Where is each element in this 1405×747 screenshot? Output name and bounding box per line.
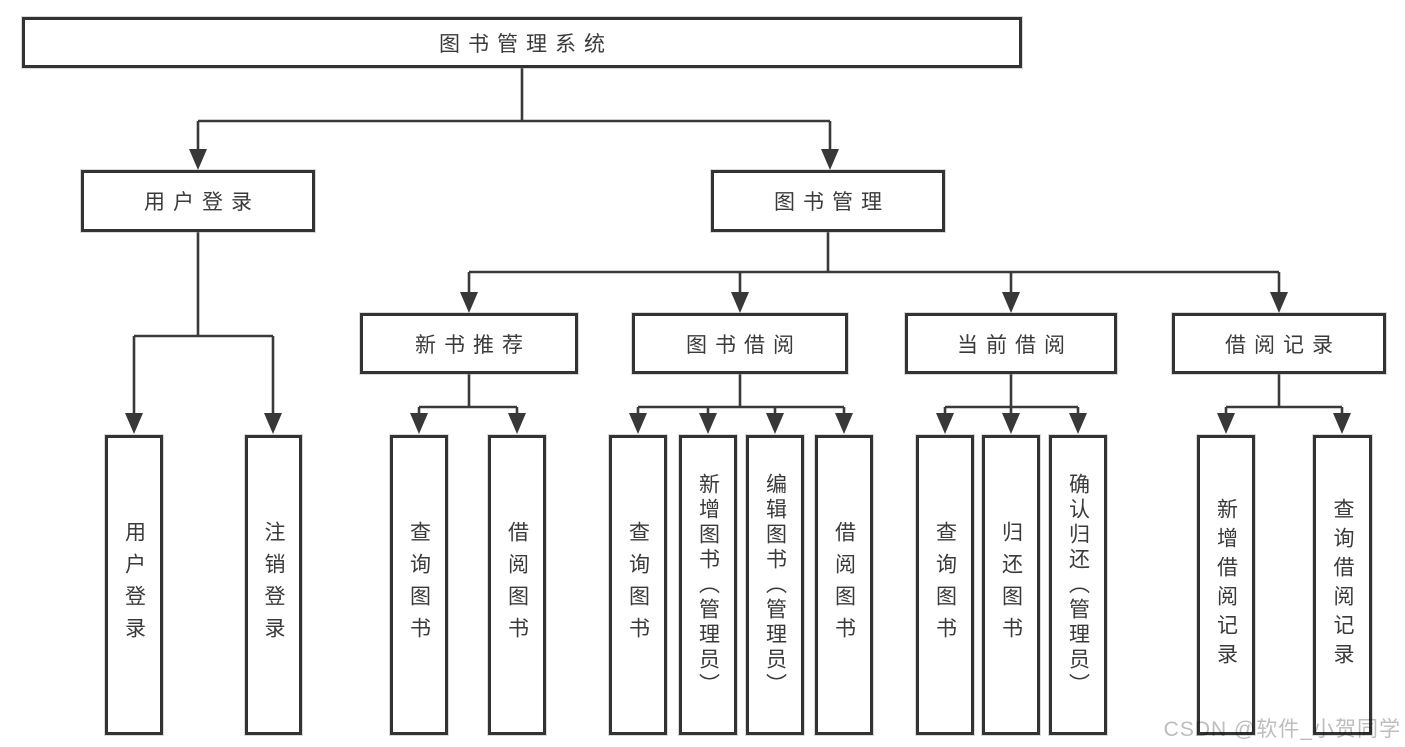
node-book-management: 图书管理 xyxy=(711,170,945,232)
node-user-login-label: 用户登录 xyxy=(144,191,260,214)
leaf-confirm-return-admin: 确认归还（管理员） xyxy=(1049,435,1107,735)
node-root: 图书管理系统 xyxy=(22,17,1022,68)
node-new-book-recommend: 新书推荐 xyxy=(360,313,578,374)
leaf-add-book-admin: 新增图书（管理员） xyxy=(679,435,737,735)
leaf-logout-label: 注销登录 xyxy=(262,521,285,649)
leaf-confirm-return-admin-label: 确认归还（管理员） xyxy=(1066,472,1090,698)
leaf-borrow-books-1: 借阅图书 xyxy=(488,435,546,735)
leaf-query-borrow-record: 查询借阅记录 xyxy=(1313,435,1372,735)
leaf-query-books-2: 查询图书 xyxy=(609,435,667,735)
node-root-label: 图书管理系统 xyxy=(439,32,613,56)
leaf-add-book-admin-label: 新增图书（管理员） xyxy=(696,472,720,698)
leaf-edit-book-admin: 编辑图书（管理员） xyxy=(746,435,804,735)
leaf-return-books: 归还图书 xyxy=(982,435,1040,735)
leaf-borrow-books-2: 借阅图书 xyxy=(815,435,873,735)
leaf-query-books-3-label: 查询图书 xyxy=(933,521,957,649)
leaf-logout: 注销登录 xyxy=(245,435,302,735)
leaf-add-borrow-record-label: 新增借阅记录 xyxy=(1214,498,1238,672)
node-current-borrowing: 当前借阅 xyxy=(905,313,1117,374)
leaf-user-login-label: 用户登录 xyxy=(122,521,146,649)
leaf-borrow-books-2-label: 借阅图书 xyxy=(832,521,856,649)
leaf-user-login: 用户登录 xyxy=(105,435,163,735)
leaf-query-books-1-label: 查询图书 xyxy=(407,521,431,649)
node-user-login: 用户登录 xyxy=(81,170,315,232)
leaf-borrow-books-1-label: 借阅图书 xyxy=(505,521,529,649)
node-book-borrowing: 图书借阅 xyxy=(632,313,848,374)
node-book-borrowing-label: 图书借阅 xyxy=(686,333,802,357)
node-borrowing-records: 借阅记录 xyxy=(1172,313,1386,374)
leaf-add-borrow-record: 新增借阅记录 xyxy=(1197,435,1255,735)
leaf-query-books-1: 查询图书 xyxy=(390,435,448,735)
leaf-return-books-label: 归还图书 xyxy=(999,521,1023,649)
node-borrowing-records-label: 借阅记录 xyxy=(1225,333,1341,357)
leaf-edit-book-admin-label: 编辑图书（管理员） xyxy=(763,472,787,698)
node-new-book-recommend-label: 新书推荐 xyxy=(415,333,531,357)
leaf-query-books-3: 查询图书 xyxy=(916,435,974,735)
node-current-borrowing-label: 当前借阅 xyxy=(957,333,1073,357)
leaf-query-borrow-record-label: 查询借阅记录 xyxy=(1331,498,1354,672)
node-book-management-label: 图书管理 xyxy=(774,191,890,214)
csdn-watermark: CSDN @软件_小贺同学 xyxy=(1163,718,1401,741)
leaf-query-books-2-label: 查询图书 xyxy=(626,521,650,649)
